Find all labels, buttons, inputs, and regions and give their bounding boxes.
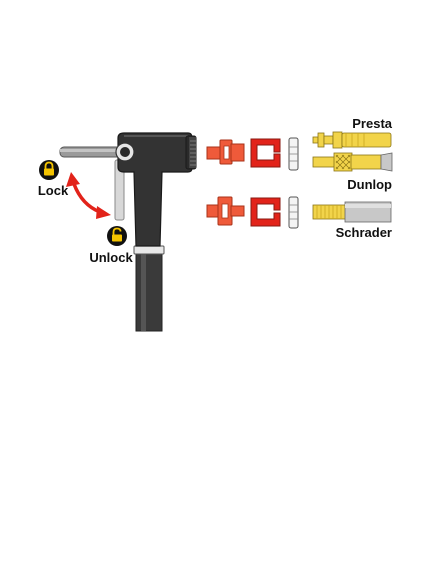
dunlop-valve	[312, 152, 393, 172]
schrader-label: Schrader	[336, 225, 392, 240]
presta-valve	[312, 131, 392, 149]
presta-dunlop-adapter	[206, 139, 245, 165]
washer-bottom	[288, 196, 299, 229]
dunlop-label: Dunlop	[347, 177, 392, 192]
lock-label: Lock	[38, 183, 69, 198]
lever-pivot	[115, 142, 135, 162]
schrader-adapter	[206, 196, 245, 226]
open-padlock-icon	[107, 226, 127, 246]
pump-shaft	[133, 245, 165, 332]
schrader-valve	[312, 201, 392, 223]
washer-top	[288, 137, 299, 171]
closed-padlock-icon	[39, 160, 59, 180]
clip-bottom	[250, 197, 281, 227]
presta-label: Presta	[352, 116, 393, 131]
clip-top	[250, 138, 281, 168]
unlock-label: Unlock	[89, 250, 133, 265]
double-headed-curved-arrow	[66, 172, 111, 219]
knurled-cap	[189, 137, 196, 168]
pump-head	[117, 132, 197, 247]
